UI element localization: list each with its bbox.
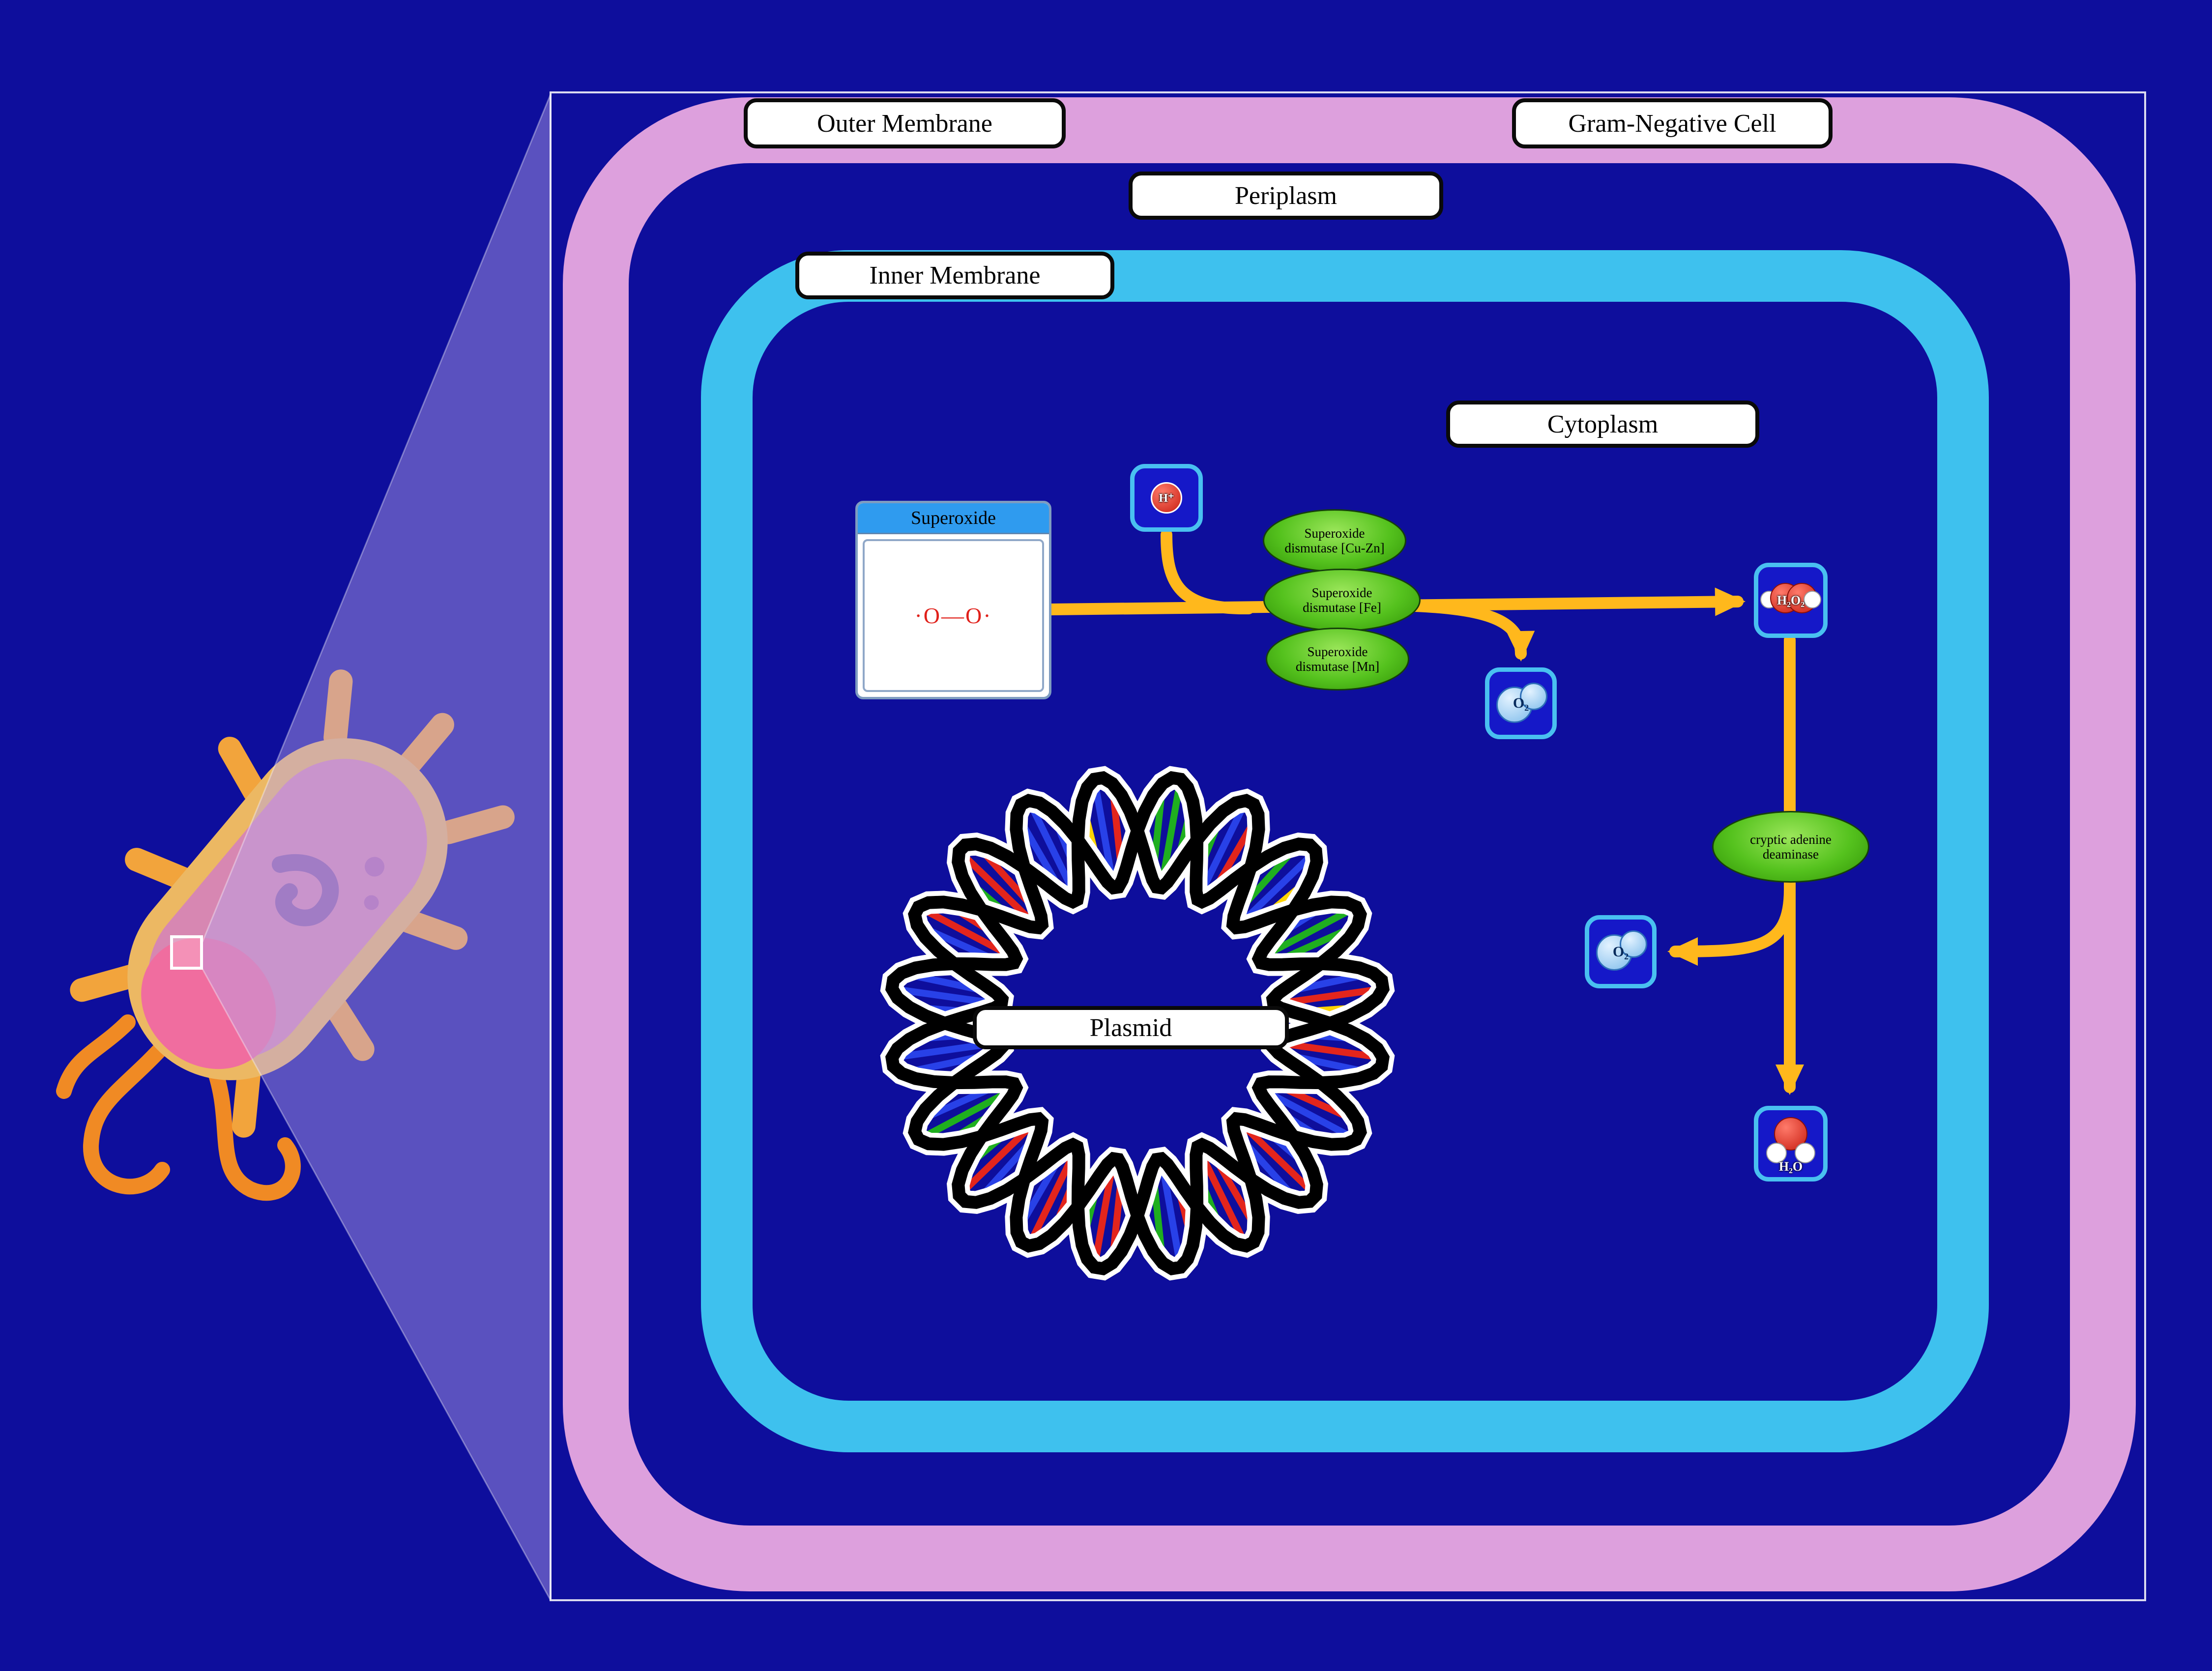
flagella-icon: [56, 1014, 301, 1201]
h2o-metabolite: H₂O: [1754, 1106, 1828, 1181]
enzyme-sod-fe: Superoxide dismutase [Fe]: [1263, 569, 1421, 632]
outer-membrane: [563, 97, 2136, 1591]
enzyme-label: cryptic adenine: [1750, 832, 1832, 847]
label-text: Periplasm: [1235, 181, 1337, 210]
enzyme-label: Superoxide: [1307, 644, 1368, 659]
granule-icon: [364, 895, 379, 910]
zoom-cone: [201, 94, 552, 1601]
enzyme-sod-mn: Superoxide dismutase [Mn]: [1266, 628, 1409, 691]
superoxide-structure: ·O—O·: [863, 539, 1044, 692]
hydrogen-atom-icon: [1804, 591, 1821, 608]
h-plus-metabolite: H⁺: [1130, 464, 1203, 532]
superoxide-panel: Superoxide ·O—O·: [855, 501, 1051, 699]
zoom-region-indicator: [170, 935, 203, 970]
hydrogen-ion-icon: [1151, 482, 1182, 514]
enzyme-label: dismutase [Mn]: [1295, 659, 1380, 674]
zoom-target-frame: [550, 91, 2146, 1601]
enzyme-cryptic-adenine-deaminase: cryptic adenine deaminase: [1712, 811, 1869, 883]
metabolite-formula: O₂: [1513, 695, 1529, 711]
cytoplasm-label: Cytoplasm: [1446, 401, 1759, 448]
enzyme-label: dismutase [Cu-Zn]: [1284, 541, 1385, 555]
oxygen-atom-icon: [1620, 930, 1647, 958]
gram-negative-cell-label: Gram-Negative Cell: [1512, 98, 1833, 148]
metabolite-formula: O₂: [1612, 943, 1629, 960]
enzyme-label: deaminase: [1763, 847, 1819, 862]
enzyme-label: Superoxide: [1311, 585, 1372, 600]
bacterium-capsule: [127, 738, 448, 1080]
hydrogen-atom-icon: [1795, 1143, 1815, 1163]
oxygen-atom-icon: [1520, 683, 1547, 710]
superoxide-structure-text: ·O—O·: [914, 603, 992, 628]
inner-membrane: [701, 250, 1989, 1452]
hydrogen-atom-icon: [1766, 1143, 1787, 1163]
metabolite-formula: H₂O: [1778, 1159, 1803, 1174]
bacterium-cytoplasm: [148, 759, 427, 1060]
label-text: Cytoplasm: [1547, 410, 1659, 438]
pili-icon: [70, 669, 515, 1138]
granule-icon: [364, 857, 384, 877]
superoxide-panel-title: Superoxide: [858, 503, 1049, 534]
label-text: Gram-Negative Cell: [1568, 109, 1776, 138]
label-text: Plasmid: [1089, 1013, 1172, 1042]
enzyme-sod-cu-zn: Superoxide dismutase [Cu-Zn]: [1263, 509, 1406, 572]
outer-membrane-label: Outer Membrane: [744, 98, 1066, 148]
o2-metabolite-left: O₂: [1585, 915, 1657, 988]
inner-membrane-label: Inner Membrane: [795, 252, 1114, 299]
nucleoid-icon: [271, 854, 339, 926]
o2-metabolite-top: O₂: [1485, 667, 1557, 739]
enzyme-label: Superoxide: [1304, 525, 1365, 541]
h2o2-metabolite: H₂O₂: [1754, 563, 1828, 638]
metabolite-formula: H₂O₂: [1776, 593, 1805, 607]
bacterium-tip-region: [141, 937, 276, 1069]
bacterium-illustration: [56, 669, 515, 1201]
label-text: Inner Membrane: [869, 261, 1041, 289]
enzyme-label: dismutase [Fe]: [1303, 600, 1381, 615]
plasmid-label: Plasmid: [973, 1006, 1289, 1049]
metabolite-formula: H⁺: [1159, 491, 1174, 505]
periplasm-label: Periplasm: [1129, 172, 1443, 220]
label-text: Outer Membrane: [817, 109, 992, 138]
